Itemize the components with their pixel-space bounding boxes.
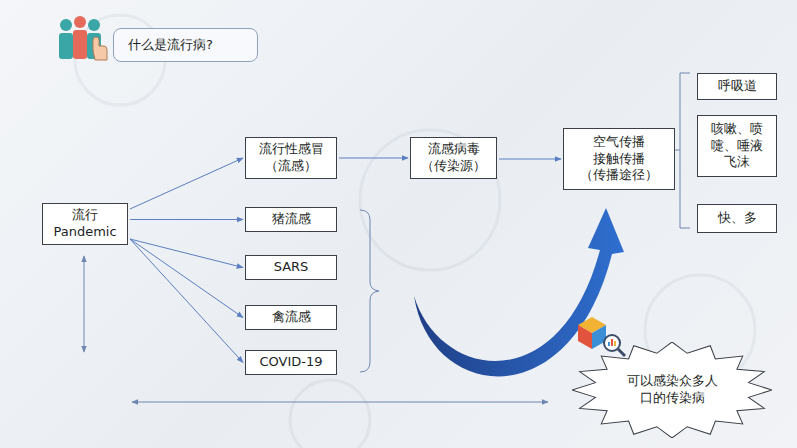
node-text: 可以感染众多人 口的传染病 xyxy=(612,373,732,407)
double-arrow xyxy=(132,402,548,403)
node-text: 什么是流行病? xyxy=(128,37,213,54)
connector-arrow xyxy=(130,239,243,318)
process-box: COVID-19 xyxy=(245,350,337,375)
process-box: 快、多 xyxy=(697,204,777,233)
process-box: 咳嗽、喷 嚏、唾液 飞沫 xyxy=(697,115,777,177)
node-text: 流行 Pandemic xyxy=(51,207,119,241)
double-arrow xyxy=(84,256,85,352)
curved-arrow xyxy=(414,208,624,376)
node-text: 快、多 xyxy=(718,210,757,227)
process-box: 流感病毒 （传染源） xyxy=(410,137,497,179)
process-box: 流行 Pandemic xyxy=(42,203,128,245)
bracket xyxy=(674,73,690,228)
process-box: 空气传播 接触传播 （传播途径） xyxy=(563,128,675,190)
node-text: 咳嗽、喷 嚏、唾液 飞沫 xyxy=(706,121,768,172)
process-box: SARS xyxy=(245,255,337,280)
connector-arrow xyxy=(339,158,408,159)
connector-arrow xyxy=(130,219,243,220)
people-icon xyxy=(59,16,107,60)
process-box: 流行性感冒 （流感） xyxy=(245,137,337,179)
question-box: 什么是流行病? xyxy=(113,28,258,62)
node-text: 流行性感冒 （流感） xyxy=(254,141,328,175)
node-text: 空气传播 接触传播 （传播途径） xyxy=(572,134,666,185)
node-text: 禽流感 xyxy=(272,309,311,326)
connector-arrow xyxy=(130,158,243,209)
connector-arrow xyxy=(499,159,561,160)
node-text: 猪流感 xyxy=(272,211,311,228)
node-text: 流感病毒 （传染源） xyxy=(419,141,488,175)
connector-arrow xyxy=(130,239,243,363)
bracket xyxy=(360,210,379,372)
node-text: SARS xyxy=(274,259,309,276)
starburst-callout: 可以感染众多人 口的传染病 xyxy=(572,342,772,438)
process-box: 猪流感 xyxy=(245,207,337,232)
process-box: 禽流感 xyxy=(245,305,337,330)
node-text: COVID-19 xyxy=(259,354,322,371)
process-box: 呼吸道 xyxy=(697,73,777,100)
virus-watermark xyxy=(75,15,755,448)
connector-arrow xyxy=(130,239,243,268)
cube-icon xyxy=(578,317,625,356)
node-text: 呼吸道 xyxy=(718,78,757,95)
